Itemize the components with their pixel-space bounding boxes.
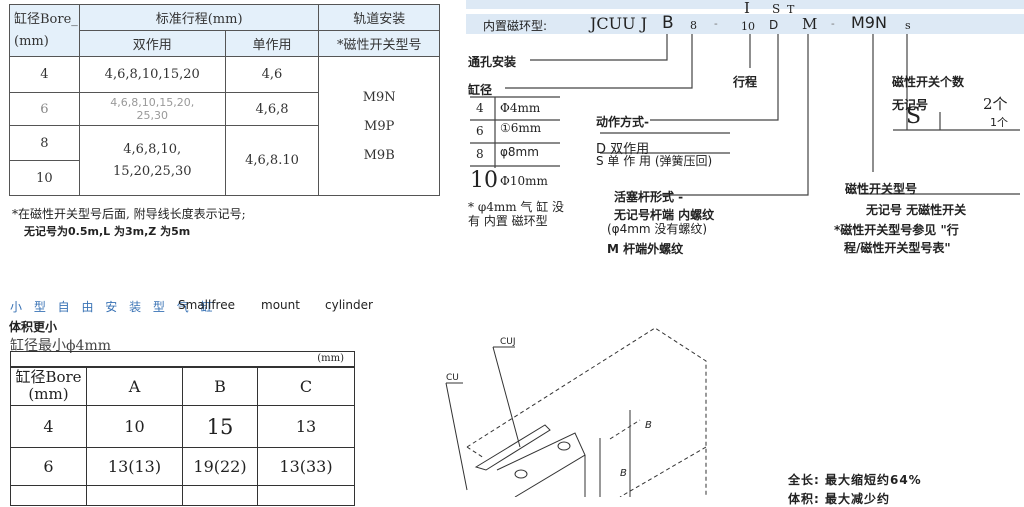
table-cell: 15 xyxy=(182,405,258,448)
rod-label: 活塞杆形式 - xyxy=(614,190,684,204)
section-title: 小 型 自 由 安 装 型 气 缸 xyxy=(10,300,217,314)
section-min-bore: 缸径最小ϕ4mm xyxy=(10,338,112,354)
dim-b-label-2: B xyxy=(645,420,652,431)
bore-cell: 4 xyxy=(9,56,80,93)
unit-label: (mm) xyxy=(10,351,355,368)
table-cell: 13(33) xyxy=(257,447,355,486)
count-label: 磁性开关个数 xyxy=(892,75,965,89)
table-note-2: 无记号为0.5m,L 为3m,Z 为5m xyxy=(24,225,191,238)
switch-note-2: 程/磁性开关型号表" xyxy=(844,241,951,255)
model-rod: M xyxy=(802,15,818,33)
bore-cell: 10 xyxy=(9,160,80,196)
bore-code-10: 10 xyxy=(470,168,498,193)
model-count: s xyxy=(905,19,911,32)
table-cell: 6 xyxy=(10,447,87,486)
model-action: D xyxy=(769,18,779,32)
count-s: S xyxy=(906,104,922,129)
switch-cell: M9N M9P M9B xyxy=(318,56,440,196)
bore-desc: ①6mm xyxy=(500,121,542,135)
model-code-band xyxy=(466,14,1024,34)
switch-m9p: M9P xyxy=(364,118,395,134)
model-above-s: S xyxy=(772,2,781,16)
dim-b-label: B xyxy=(620,468,627,479)
model-label: 内置磁环型: xyxy=(483,19,548,33)
basic-model-band xyxy=(466,0,1024,9)
stroke-label: 行程 xyxy=(733,75,758,89)
col-a-header: A xyxy=(86,366,183,406)
bore-note-2: 有 内置 磁环型 xyxy=(468,214,548,228)
switch-header: *磁性开关型号 xyxy=(318,30,440,57)
section-title-en-3: cylinder xyxy=(325,298,373,312)
bore-code: 8 xyxy=(476,147,484,161)
switch-none: 无记号 无磁性开关 xyxy=(866,203,967,217)
count-1: 1个 xyxy=(990,116,1008,129)
count-none: 无记号 xyxy=(892,98,929,112)
model-dash: - xyxy=(714,17,718,30)
table-cell: 10 xyxy=(86,405,183,448)
single-cell: 4,6,8.10 xyxy=(224,125,320,196)
bore-header: 缸径Bore (mm) xyxy=(10,366,87,406)
bore-header: 缸径Bore_ xyxy=(14,11,78,27)
cuj-label: CUJ xyxy=(500,337,516,347)
col-c-header: C xyxy=(257,366,355,406)
bore-code: 4 xyxy=(476,101,484,115)
double-cell: 4,6,8,10,15,20, 25,30 xyxy=(78,92,226,126)
section-title-en-1: Smallfree xyxy=(178,298,235,312)
bore-label: 缸径 xyxy=(468,83,493,97)
section-title-en-2: mount xyxy=(261,298,300,312)
model-above-t: T xyxy=(787,3,795,16)
bore-desc: φ8mm xyxy=(500,145,539,159)
model-switch: M9N xyxy=(851,13,887,32)
through-hole-label: 通孔安装 xyxy=(468,55,517,69)
action-d: D 双作用 xyxy=(596,142,650,157)
stroke-header: 标准行程(mm) xyxy=(78,4,320,31)
switch-label: 磁性开关型号 xyxy=(845,182,918,196)
rod-none: 无记号杆端 内螺纹 xyxy=(614,208,715,222)
model-above-i: I xyxy=(744,0,750,17)
feature-length: 全长: 最大缩短约64% xyxy=(788,473,922,487)
section-subtitle: 体积更小 xyxy=(9,320,58,334)
single-cell: 4,6 xyxy=(224,56,320,93)
table-cell: 13 xyxy=(257,405,355,448)
rod-note: (φ4mm 没有螺纹) xyxy=(607,222,708,236)
switch-m9n: M9N xyxy=(362,89,396,105)
table-note-1: *在磁性开关型号后面, 附导线长度表示记号; xyxy=(12,207,246,221)
bore-code: 6 xyxy=(476,124,484,138)
switch-m9b: M9B xyxy=(363,147,395,163)
action-label: 动作方式- xyxy=(596,115,649,129)
count-2: 2个 xyxy=(983,95,1008,113)
double-cell: 4,6,8,10, 15,20,25,30 xyxy=(78,125,226,196)
stroke-switch-table: 缸径Bore_(mm) 标准行程(mm) 轨道安装 双作用 单作用 *磁性开关型… xyxy=(9,4,440,196)
action-s: S 单 作 用 (弹簧压回) xyxy=(596,154,713,168)
cu-label: CU xyxy=(446,373,459,383)
bore-desc-10: Φ10mm xyxy=(500,174,548,188)
model-series: JCUU J xyxy=(590,14,648,33)
model-stroke: 10 xyxy=(741,20,755,33)
bore-unit: (mm) xyxy=(14,33,49,49)
double-cell: 4,6,8,10,15,20 xyxy=(78,56,226,93)
bore-note-1: * φ4mm 气 缸 没 xyxy=(468,200,565,214)
rod-m: M 杆端外螺纹 xyxy=(607,242,684,256)
model-bore: 8 xyxy=(690,19,697,32)
switch-note-1: *磁性开关型号参见 "行 xyxy=(834,223,959,237)
bore-desc: Φ4mm xyxy=(500,101,541,115)
model-dash-2: - xyxy=(831,17,835,30)
table-cell: 13(13) xyxy=(86,447,183,486)
feature-volume: 体积: 最大减少约 xyxy=(788,492,890,506)
model-b: B xyxy=(662,13,674,33)
